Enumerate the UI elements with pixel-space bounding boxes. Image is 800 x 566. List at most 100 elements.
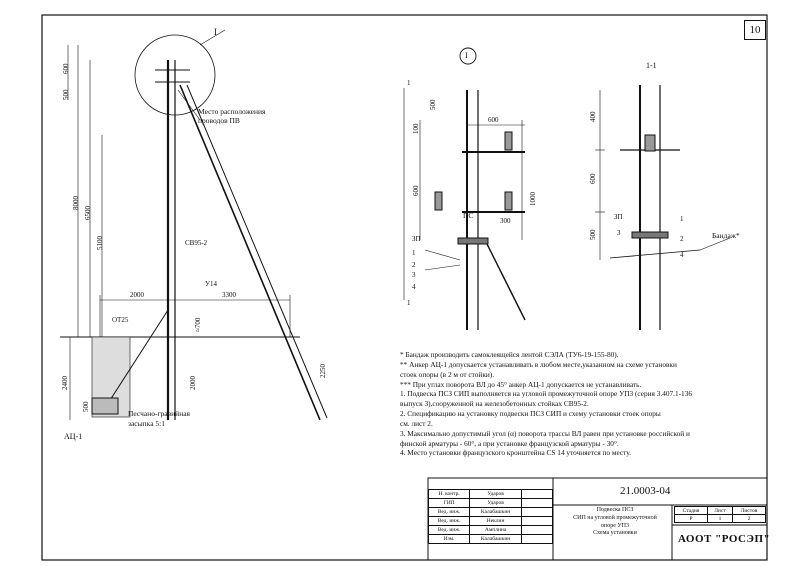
sheet-frame [41, 14, 768, 561]
note-line: *** При углах поворота ВЛ до 45° анкер А… [400, 379, 642, 389]
section-dim-400: 400 [589, 111, 597, 123]
signature-name: Калабашкин [469, 507, 522, 517]
note-line: 1. Подвеска ПСЗ СИП выполняется на углов… [400, 389, 692, 399]
title-line: Подвеска ПСЗ [596, 507, 634, 513]
signature-role: Вед. инж. [427, 525, 471, 535]
part-ot25: ОТ25 [112, 316, 129, 324]
note-line: * Бандаж производить самоклеящейся ленто… [400, 350, 619, 359]
section-pos-2: 2 [680, 235, 684, 243]
left-callout-label: I [214, 27, 217, 37]
detail-callout [459, 47, 477, 65]
title-line: опоре УП3 [601, 522, 629, 529]
dim-500: 500 [62, 89, 70, 101]
signature-row: Вед. инж.Неклин [427, 516, 553, 526]
section-view [595, 85, 731, 330]
sheet-number: 10 [744, 20, 766, 40]
section-dim-600: 600 [589, 173, 597, 185]
detail-dim-1000: 1000 [529, 192, 537, 206]
detail-cut-bottom: 1 [407, 299, 411, 307]
detail-view [403, 47, 526, 330]
signature-name: Калабашкин [469, 534, 522, 544]
dim-2250: 2250 [319, 364, 327, 378]
part-u14: У14 [205, 280, 217, 288]
signature-role: ГИП [427, 498, 471, 508]
dim-2400: 2400 [61, 376, 69, 390]
note-line: 4. Место установки французского кронштей… [400, 448, 631, 458]
title-line: СИП на угловой промежуточной [573, 514, 657, 521]
note-line: 3. Максимально допустимый угол (α) повор… [400, 428, 690, 438]
dim-8000: 8000 [72, 196, 80, 210]
detail-cut-top: 1 [407, 79, 411, 87]
guy-wire [104, 309, 169, 409]
note-line: 2. Спецификацию на установку подвески ПС… [400, 409, 661, 419]
section-label-zp: ЗП [614, 213, 623, 221]
signature-name: Ударов [469, 489, 522, 499]
signature-row: Изм.Калабашкин [427, 534, 553, 544]
signature-name: Амплина [469, 525, 522, 535]
note-line: ** Анкер АЦ-1 допускается устанавливать … [400, 359, 677, 369]
section-pos-3: 3 [617, 229, 621, 237]
drawing-title: Подвеска ПСЗ СИП на угловой промежуточно… [560, 507, 670, 538]
left-view [60, 29, 328, 421]
detail-pos-3: 3 [412, 271, 416, 279]
dim-3300: 3300 [222, 291, 236, 299]
wires-label-2: проводов ПВ [198, 116, 240, 125]
sheet-header: Лист [706, 506, 733, 515]
sheets-value: 2 [731, 514, 767, 523]
signature-row: Вед. инж.Калабашкин [427, 507, 553, 517]
anchor-block [91, 397, 119, 415]
part-sv95: СВ95-2 [185, 239, 208, 247]
fill-label-2: засыпка 5:1 [128, 419, 165, 428]
signature-name: Неклин [469, 516, 522, 526]
detail-pos-1: 1 [412, 249, 416, 257]
detail-dim-500: 500 [429, 99, 437, 111]
detail-label-ps: ПС [463, 211, 474, 220]
anchor-label: АЦ-1 [64, 432, 83, 441]
stage-header: Стадия [674, 506, 708, 515]
section-dim-500: 500 [589, 229, 597, 241]
section-bandage: Бандаж* [712, 231, 740, 240]
signature-row: Вед. инж.Амплина [427, 525, 553, 535]
signature-row: Н. контр.Ударов [427, 489, 553, 499]
sheets-header: Листов [731, 506, 767, 515]
detail-pos-2: 2 [412, 261, 416, 269]
note-line: стоек опоры (в 2 м от стойки). [400, 369, 495, 379]
fill-label-1: Песчано-гравийная [128, 409, 190, 418]
stage-value: Р [674, 514, 708, 523]
callout-circle [134, 34, 216, 116]
signature-role: Изм. [427, 534, 471, 544]
signature-role: Н. контр. [427, 489, 471, 499]
pole-strut [179, 84, 321, 421]
company-name: АООТ "РОСЭП" [678, 533, 771, 545]
detail-dim-300: 300 [500, 217, 511, 225]
dim-700: ≈700 [194, 317, 202, 332]
detail-dim-600v: 600 [412, 185, 420, 197]
section-pos-1: 1 [680, 215, 684, 223]
detail-pos-4: 4 [412, 283, 416, 291]
signature-name: Ударов [469, 498, 522, 508]
dim-2000-vert: 2000 [189, 376, 197, 390]
detail-label-zp: ЗП [412, 235, 421, 243]
detail-dim-100: 100 [412, 123, 420, 135]
sheet-value: 1 [706, 514, 733, 523]
section-pos-4: 4 [680, 251, 684, 259]
note-line: см. лист 2. [400, 418, 433, 428]
notes-block: * Бандаж производить самоклеящейся ленто… [400, 350, 780, 458]
dim-600: 600 [62, 63, 70, 75]
dim-6500: 6500 [84, 206, 92, 220]
note-line: выпуск 3),сооруженной на железобетонных … [400, 399, 589, 409]
section-title: 1-1 [646, 61, 657, 70]
detail-dim-600h: 600 [488, 116, 499, 124]
dim-2000: 2000 [130, 291, 144, 299]
dim-5100: 5100 [96, 236, 104, 250]
detail-callout-label: I [465, 51, 468, 60]
signature-role: Вед. инж. [427, 516, 471, 526]
title-line: Схема установки [593, 530, 637, 537]
signature-role: Вед. инж. [427, 507, 471, 517]
drawing-code: 21.0003-04 [620, 485, 671, 497]
dim-500-low: 500 [82, 401, 90, 413]
